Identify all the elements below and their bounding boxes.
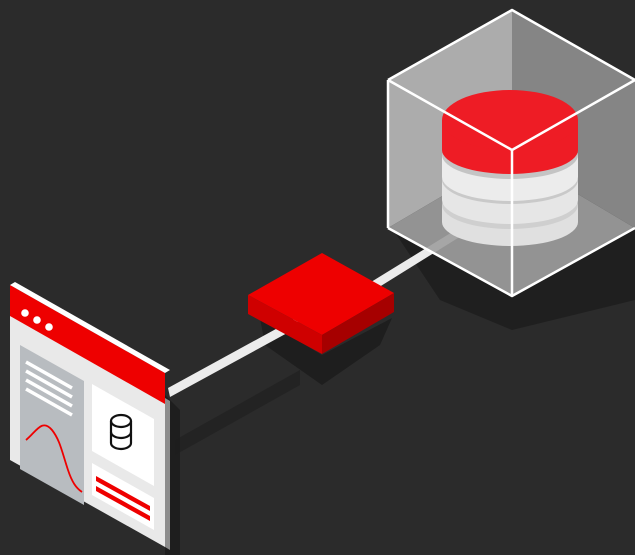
database-icon — [109, 413, 133, 451]
database-cylinder-icon — [442, 90, 578, 246]
connector-a — [168, 318, 300, 397]
gateway-right-side — [322, 293, 394, 354]
db-top-red-cap — [442, 90, 578, 150]
window-edge — [165, 398, 170, 550]
gateway-top — [248, 253, 394, 335]
window-header — [10, 285, 165, 404]
cube-edge-top — [387, 8, 635, 82]
red-network-box-icon — [248, 253, 394, 354]
browser-window-icon — [10, 282, 170, 550]
database-cube-shadow — [390, 225, 635, 330]
cube-edges — [386, 8, 635, 298]
drop-shadows — [165, 225, 635, 555]
window-header-top-edge — [10, 282, 170, 373]
window-dot-1 — [21, 309, 29, 317]
window-db-panel — [92, 384, 154, 486]
window-dot-2 — [33, 316, 41, 324]
gateway-left-side — [248, 295, 322, 354]
connector-line-app — [168, 318, 300, 397]
line-graph — [25, 424, 83, 493]
red-bars — [96, 476, 150, 521]
text-lines — [25, 360, 73, 417]
window-dot-3 — [45, 323, 53, 331]
connector-shadow — [175, 370, 300, 455]
cube-edge-bottom — [387, 226, 635, 298]
gateway-shadow — [260, 318, 392, 385]
